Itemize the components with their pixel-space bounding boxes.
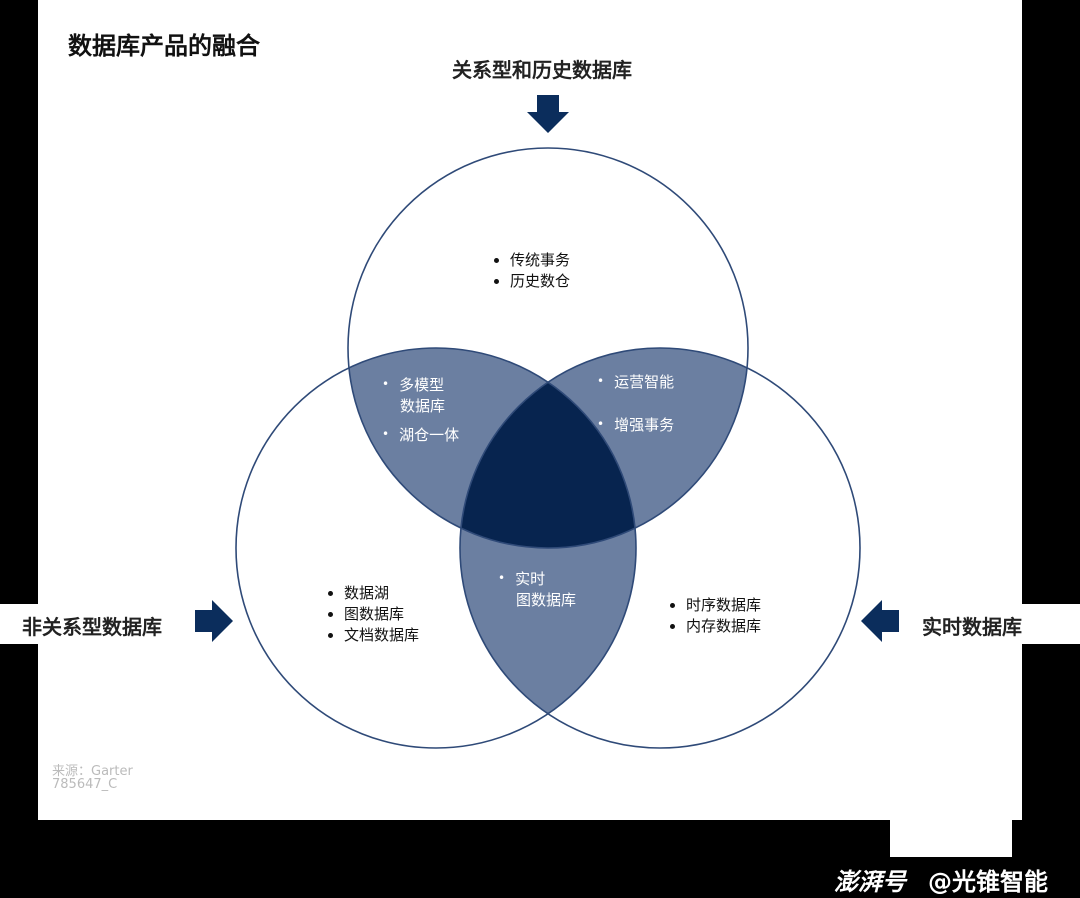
watermark-author: @光锥智能 [928,868,1048,896]
list-item: 内存数据库 [686,616,761,637]
label-nonrelational: 非关系型数据库 [22,615,162,639]
right-label-band [1020,604,1080,644]
left-label-band [0,604,40,644]
list-item: 图数据库 [344,604,419,625]
source-note: 来源：Garter [52,764,133,779]
list-item: 传统事务 [510,250,570,271]
page-title: 数据库产品的融合 [68,32,260,60]
label-realtime: 实时数据库 [922,615,1022,639]
list-item: 增强事务 [597,414,674,436]
circle-relational [347,147,749,549]
list-top: 传统事务 历史数仓 [488,250,570,292]
list-item: 运营智能 [597,371,674,393]
list-item: 时序数据库 [686,595,761,616]
label-relational: 关系型和历史数据库 [452,58,632,82]
list-item: 文档数据库 [344,625,419,646]
list-item: 数据湖 [344,583,419,604]
circle-realtime [459,347,861,749]
arrow-down-icon [527,95,569,133]
list-item: 湖仓一体 [382,424,459,446]
bottom-tab [890,818,1012,857]
list-top-right: 运营智能 增强事务 [597,371,674,436]
arrow-left-icon [861,600,899,642]
watermark-brand: 澎湃号 [834,868,906,896]
arrow-right-icon [195,600,233,642]
circle-nonrelational [235,347,637,749]
source-code: 785647_C [52,777,118,792]
overlap-center [460,348,636,548]
list-item: 历史数仓 [510,271,570,292]
list-right: 时序数据库 内存数据库 [664,595,761,637]
list-left: 数据湖 图数据库 文档数据库 [322,583,419,646]
